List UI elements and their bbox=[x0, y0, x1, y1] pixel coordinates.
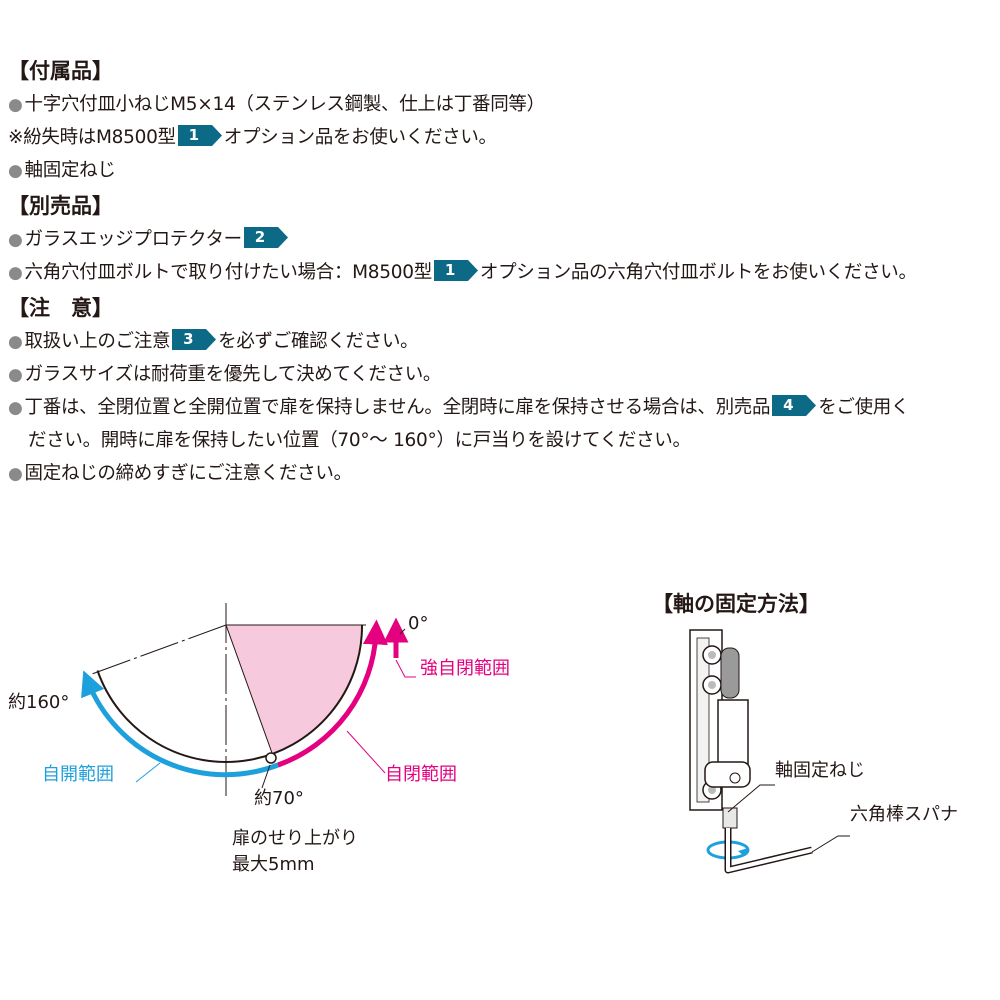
label-70-degree: 約70° bbox=[254, 788, 304, 809]
bullet-icon: ● bbox=[8, 230, 23, 250]
close-range-arrow bbox=[277, 619, 388, 768]
caution-hinge-hold-continued: ださい。開時に扉を保持したい位置（70°～ 160°）に戸当りを設けてください。 bbox=[28, 430, 691, 451]
hex-wrench bbox=[724, 828, 813, 874]
bullet-icon: ● bbox=[8, 95, 23, 115]
badge-arrow-icon bbox=[177, 125, 222, 146]
reference-badge-1: 1 bbox=[433, 260, 478, 281]
bullet-icon: ● bbox=[8, 263, 23, 283]
angle-70-line bbox=[225, 624, 273, 754]
heading-accessories: 【付属品】 bbox=[8, 59, 113, 83]
label-strong-close-range: 強自閉範囲 bbox=[420, 658, 510, 679]
bullet-icon: ● bbox=[8, 161, 23, 181]
screw-leader bbox=[727, 784, 775, 813]
note-door-rise-line2: 最大5mm bbox=[232, 854, 315, 875]
close-range-leader bbox=[346, 730, 386, 774]
badge-arrow-icon bbox=[172, 329, 217, 350]
caution-glass-size-line: ●ガラスサイズは耐荷重を優先して決めてください。 bbox=[8, 364, 442, 385]
bullet-icon: ● bbox=[8, 464, 23, 484]
label-hex-wrench: 六角棒スパナ bbox=[850, 804, 958, 825]
shaft-fix-screw bbox=[722, 807, 738, 829]
heading-caution: 【注 意】 bbox=[8, 296, 113, 320]
door-swing-arc bbox=[96, 624, 364, 763]
bullet-icon: ● bbox=[8, 332, 23, 352]
accessory-shaft-screw-line: ●軸固定ねじ bbox=[8, 160, 116, 181]
label-open-range: 自開範囲 bbox=[42, 764, 114, 785]
bullet-icon: ● bbox=[8, 365, 23, 385]
pivot-leader bbox=[261, 764, 271, 789]
shaft-fixing-diagram bbox=[689, 629, 850, 874]
pivot-point-70 bbox=[265, 752, 277, 764]
reference-badge-4: 4 bbox=[772, 395, 817, 416]
bullet-icon: ● bbox=[8, 398, 23, 418]
badge-arrow-icon bbox=[772, 395, 817, 416]
angle-160-line bbox=[91, 624, 227, 675]
heading-sold-separately: 【別売品】 bbox=[8, 194, 113, 218]
door-swing-diagram bbox=[81, 603, 416, 800]
hinge-pin bbox=[720, 647, 740, 699]
strong-close-leader bbox=[395, 659, 416, 678]
zero-leader bbox=[399, 628, 406, 635]
text-block: 【付属品】 ●十字穴付皿小ねじM5×14（ステンレス鋼製、仕上は丁番同等） ※紛… bbox=[8, 52, 998, 490]
reference-badge-1: 1 bbox=[177, 125, 222, 146]
close-range-sector bbox=[226, 625, 362, 753]
open-range-leader bbox=[135, 762, 161, 783]
hinge-base bbox=[704, 761, 751, 788]
note-door-rise-line1: 扉のせり上がり bbox=[232, 828, 358, 849]
caution-overtighten-line: ●固定ねじの締めすぎにご注意ください。 bbox=[8, 463, 352, 484]
accessory-screw-line: ●十字穴付皿小ねじM5×14（ステンレス鋼製、仕上は丁番同等） bbox=[8, 94, 545, 115]
wrench-leader bbox=[811, 835, 850, 853]
open-range-arrow bbox=[81, 670, 279, 778]
badge-arrow-icon bbox=[433, 260, 478, 281]
label-close-range: 自閉範囲 bbox=[385, 764, 457, 785]
caution-hinge-hold-line: ●丁番は、全閉位置と全開位置で扉を保持しません。全閉時に扉を保持させる場合は、別… bbox=[8, 395, 910, 418]
label-160-degree: 約160° bbox=[8, 692, 70, 713]
badge-arrow-icon bbox=[243, 227, 288, 248]
label-shaft-fix-screw: 軸固定ねじ bbox=[775, 760, 865, 781]
reference-badge-3: 3 bbox=[172, 329, 217, 350]
shaft-fixing-title: 【軸の固定方法】 bbox=[652, 592, 820, 616]
reference-badge-2: 2 bbox=[243, 227, 288, 248]
label-0-degree: 0° bbox=[408, 613, 429, 634]
